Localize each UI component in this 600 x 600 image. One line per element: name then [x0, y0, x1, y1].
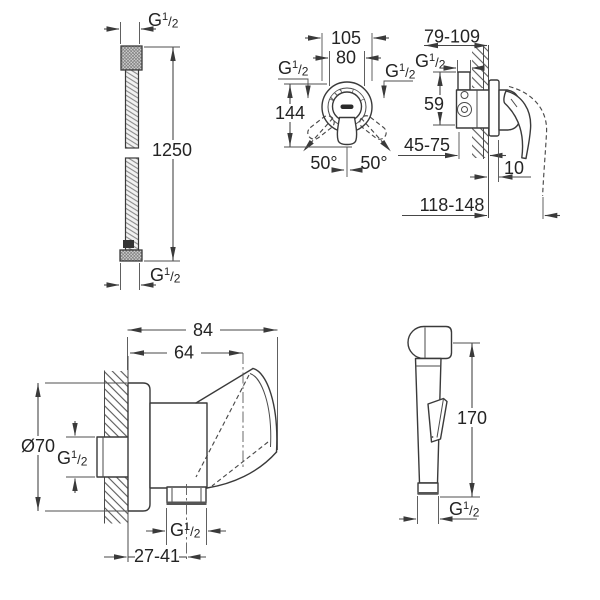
mixer-side-view: 79-109 G1/2 59 45-75 10 118-148: [398, 27, 560, 219]
trigger-pivot: [431, 436, 434, 438]
swing-angle-right-label: 50°: [360, 153, 387, 173]
thread-label-hose-top: G1/2: [148, 10, 179, 31]
union-elbow-bore: [461, 106, 468, 113]
height-label: 144: [275, 103, 305, 123]
union-elbow: [457, 102, 472, 117]
label-backplate: [423, 95, 445, 112]
wall-range-label: 27-41: [134, 546, 180, 566]
holder-body: [149, 402, 208, 489]
inlet-pipe: [457, 71, 471, 91]
plate-depth-label: 10: [504, 158, 524, 178]
hand-spray-view: 170 G1/2: [399, 325, 488, 524]
label-backplate: [20, 436, 57, 455]
total-depth-label: 118-148: [420, 195, 485, 215]
label-backplate: [274, 104, 306, 122]
inlet-union: [96, 436, 131, 478]
mixer-front-view: 50° 50° 105 80 144 G1/2 G1/2: [274, 28, 416, 177]
logo-dash: [340, 104, 354, 109]
cradle-hidden-edge: [211, 441, 269, 487]
thread-label-spray: G1/2: [449, 499, 480, 520]
hose-nut-top: [120, 45, 143, 71]
wall-hatch-lower: [104, 477, 128, 524]
wall-depth-label: 45-75: [404, 135, 450, 155]
valve-body: [455, 89, 490, 129]
hose-body-lower: [124, 157, 140, 251]
valve-screw: [460, 91, 469, 99]
trigger-edge: [436, 398, 444, 438]
hose-length-label: 1250: [152, 140, 192, 160]
thread-label-holder-left: G1/2: [57, 448, 88, 469]
spray-head: [407, 325, 453, 360]
escutcheon-side: [488, 79, 500, 137]
port-offset-label: 59: [424, 94, 444, 114]
hose-body-upper: [124, 69, 140, 149]
hose-nut-bottom: [119, 249, 143, 262]
cradle-bottom-edge: [206, 451, 278, 489]
flange-diameter-label: Ø70: [21, 436, 55, 456]
spray-height-label: 170: [457, 408, 487, 428]
wall-hatch-lower: [472, 127, 489, 158]
label-backplate: [456, 408, 488, 427]
lever-detail: [510, 98, 518, 108]
thread-label-front-left: G1/2: [278, 58, 309, 79]
cradle-hidden-edge: [195, 374, 250, 478]
cradle-rim: [252, 367, 278, 453]
lever-handle-side: [503, 90, 532, 160]
spray-nut-rim: [417, 492, 439, 495]
label-backplate: [154, 140, 192, 159]
rough-in-depth-label: 79-109: [424, 27, 480, 47]
lever-stem: [336, 116, 358, 146]
plate-diameter-label: 105: [331, 28, 361, 48]
body-width-label: 80: [336, 48, 356, 68]
hose-view: G1/2 1250 G1/2: [104, 10, 192, 290]
cradle-top-edge: [195, 367, 254, 404]
thread-label-side: G1/2: [415, 51, 446, 72]
swing-angle-left-label: 50°: [310, 153, 337, 173]
lever-swing-dashed: [508, 85, 548, 197]
hose-end-detail: [123, 240, 134, 248]
wall-hatch-upper: [472, 46, 489, 88]
outlet-rim: [166, 501, 207, 505]
projection-label: 84: [193, 320, 213, 340]
cradle-rim-inner: [249, 373, 272, 448]
thread-label-front-right: G1/2: [385, 61, 416, 82]
wall-hatch-upper: [104, 371, 128, 437]
spray-trigger: [427, 397, 448, 443]
wall-bracket-view: 84 64 Ø70 G1/2 G1/2 27-41: [20, 320, 278, 566]
holder-flange: [127, 382, 151, 512]
thread-label-hose-bottom: G1/2: [150, 265, 181, 286]
thread-label-holder-bottom: G1/2: [170, 520, 201, 541]
center-projection-label: 64: [174, 343, 194, 363]
thread-leader-right: [381, 80, 413, 99]
thread-leader-left: [278, 78, 311, 99]
